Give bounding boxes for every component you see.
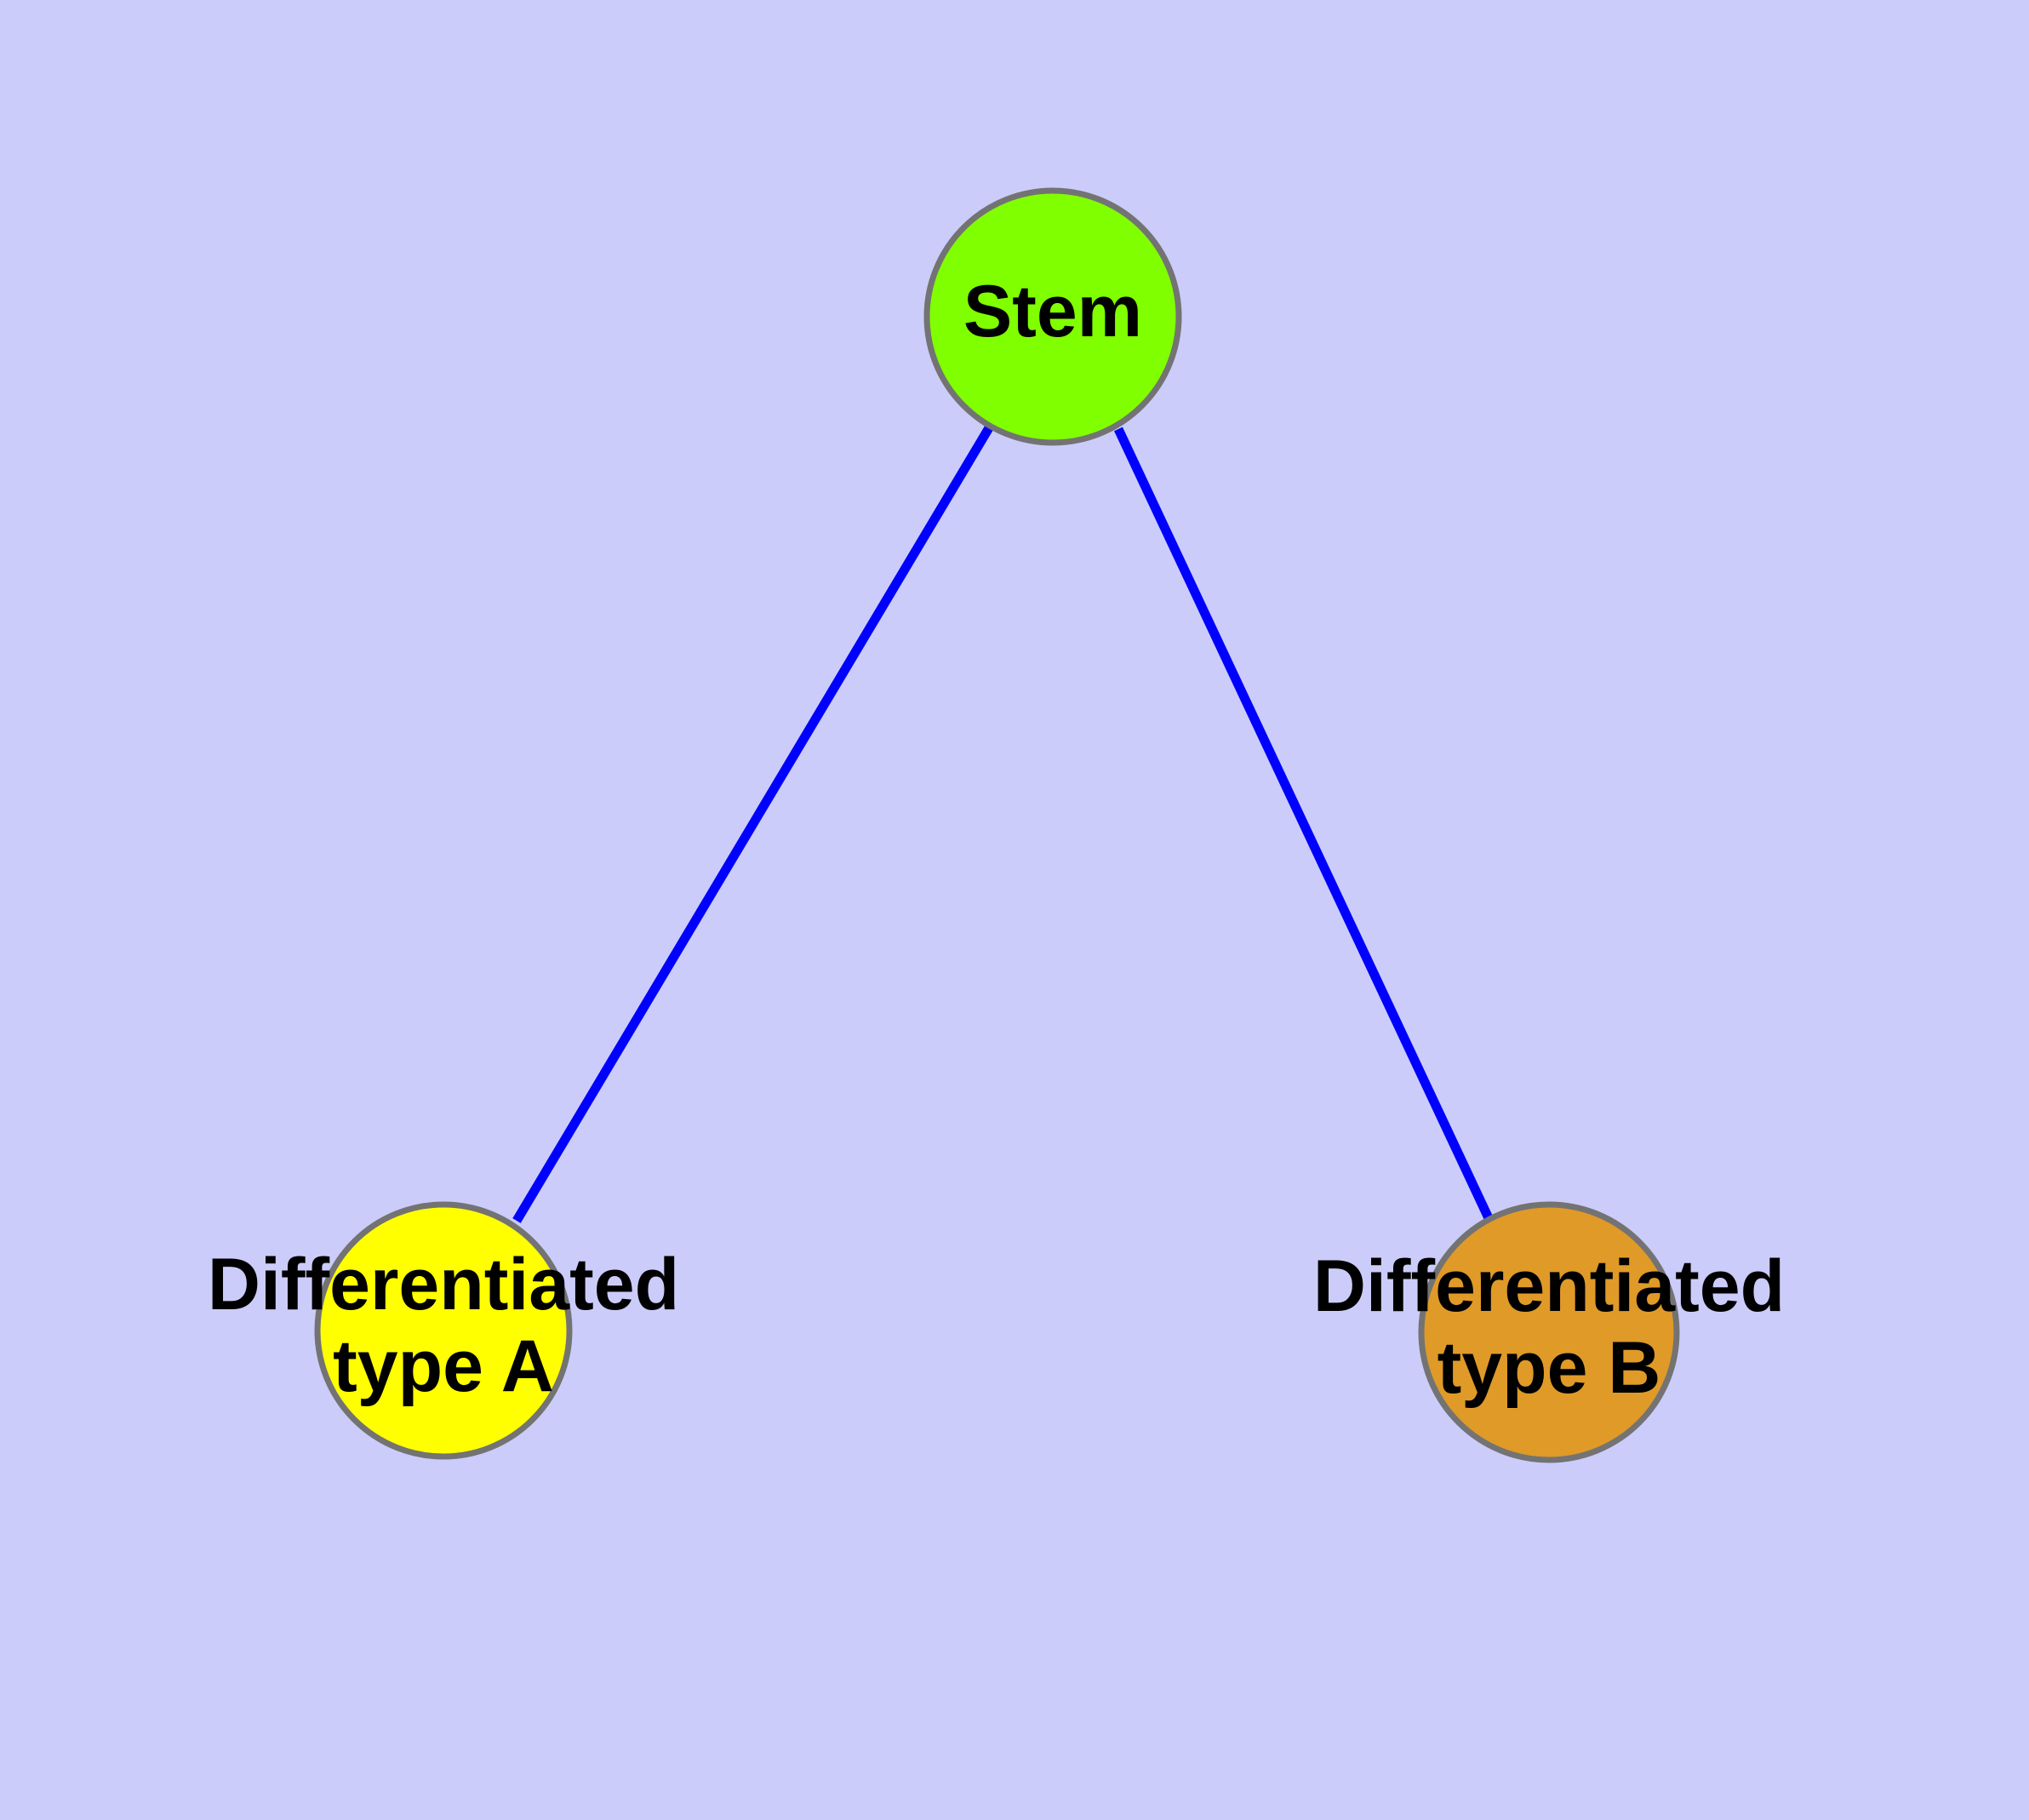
node-label-line: Stem [963, 271, 1142, 352]
node-stem-circle[interactable] [923, 187, 1182, 446]
node-label-line: Differentiated [1313, 1245, 1785, 1327]
node-differentiated-type-b[interactable] [1418, 1201, 1680, 1463]
edge-stem-to-differentiated-type-b[interactable] [1114, 426, 1494, 1222]
edge-stem-to-differentiated-type-a[interactable] [512, 424, 994, 1223]
node-differentiated-type-a-circle[interactable] [314, 1201, 573, 1460]
nodes-layer [314, 187, 1680, 1463]
node-stem-label: Stem [963, 271, 1142, 352]
edges-layer [512, 424, 1494, 1223]
node-stem[interactable] [923, 187, 1182, 446]
node-differentiated-type-a[interactable] [314, 1201, 573, 1460]
node-label-line: type A [333, 1325, 554, 1407]
node-label-line: type B [1437, 1327, 1661, 1409]
node-label-line: Differentiated [208, 1244, 679, 1325]
node-differentiated-type-b-circle[interactable] [1418, 1201, 1680, 1463]
